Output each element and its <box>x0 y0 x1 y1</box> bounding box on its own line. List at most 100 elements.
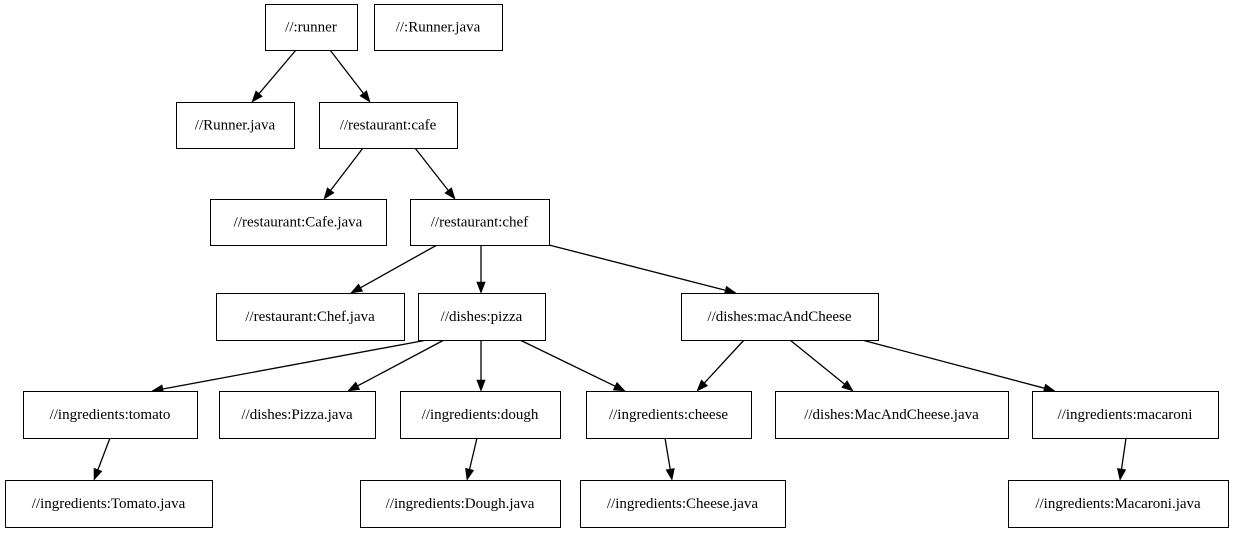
edge-restaurant_cafe-to-restaurant_cafe_java <box>323 147 364 200</box>
edge-line <box>861 339 1045 389</box>
node-box[interactable] <box>417 292 547 342</box>
graph-node-ing_cheese[interactable]: //ingredients:cheese <box>585 390 753 440</box>
node-box[interactable] <box>215 292 406 342</box>
graph-node-restaurant_cafe_java[interactable]: //restaurant:Cafe.java <box>209 198 388 247</box>
graph-node-ing_macaroni_java[interactable]: //ingredients:Macaroni.java <box>1007 479 1230 529</box>
graph-node-restaurant_chef_java[interactable]: //restaurant:Chef.java <box>215 292 406 342</box>
edge-runner-to-runner_java <box>251 49 297 103</box>
edges-layer <box>93 49 1127 481</box>
edge-restaurant_chef-to-dishes_mac <box>548 244 737 295</box>
edge-dishes_pizza-to-dishes_pizza_java <box>347 339 445 392</box>
node-box[interactable] <box>175 101 296 150</box>
node-label: //Runner.java <box>195 117 276 133</box>
arrowhead-icon <box>444 187 456 200</box>
edge-line <box>414 147 449 191</box>
node-box[interactable] <box>373 3 504 52</box>
edge-ing_dough-to-ing_dough_java <box>465 437 478 481</box>
graph-node-dishes_mac[interactable]: //dishes:macAndCheese <box>680 292 880 342</box>
node-label: //:runner <box>285 19 337 35</box>
node-label: //ingredients:cheese <box>609 407 728 423</box>
edge-line <box>789 339 845 385</box>
arrowhead-icon <box>476 281 486 294</box>
graph-node-restaurant_chef[interactable]: //restaurant:chef <box>409 198 551 247</box>
edge-line <box>519 339 616 387</box>
node-box[interactable] <box>359 479 562 529</box>
node-box[interactable] <box>4 479 214 529</box>
graph-node-dishes_pizza[interactable]: //dishes:pizza <box>417 292 547 342</box>
node-box[interactable] <box>209 198 388 247</box>
edge-restaurant_cafe-to-restaurant_chef <box>414 147 456 200</box>
arrowhead-icon <box>1117 468 1127 481</box>
edge-ing_macaroni-to-ing_macaroni_java <box>1117 437 1127 481</box>
edge-ing_cheese-to-ing_cheese_java <box>664 437 675 481</box>
node-label: //restaurant:Cafe.java <box>234 214 363 230</box>
node-label: //ingredients:macaroni <box>1058 407 1193 423</box>
graph-node-root_runner_java[interactable]: //:Runner.java <box>373 3 504 52</box>
arrowhead-icon <box>359 90 371 103</box>
graph-node-restaurant_cafe[interactable]: //restaurant:cafe <box>318 101 459 150</box>
node-box[interactable] <box>218 390 377 440</box>
edge-line <box>664 437 671 470</box>
graph-node-ing_macaroni[interactable]: //ingredients:macaroni <box>1031 390 1220 440</box>
graph-node-ing_cheese_java[interactable]: //ingredients:Cheese.java <box>579 479 787 529</box>
node-box[interactable] <box>264 3 359 52</box>
node-label: //dishes:macAndCheese <box>707 309 851 325</box>
node-box[interactable] <box>585 390 753 440</box>
edge-line <box>357 339 445 387</box>
arrowhead-icon <box>347 381 361 392</box>
arrowhead-icon <box>465 467 475 481</box>
arrowhead-icon <box>476 379 486 392</box>
node-box[interactable] <box>409 198 551 247</box>
node-box[interactable] <box>579 479 787 529</box>
edge-line <box>162 339 428 390</box>
node-label: //ingredients:dough <box>422 407 539 423</box>
edge-dishes_mac-to-ing_macaroni <box>861 339 1056 393</box>
node-label: //restaurant:Chef.java <box>245 309 375 325</box>
node-box[interactable] <box>318 101 459 150</box>
node-label: //restaurant:cafe <box>340 117 437 133</box>
nodes-layer: //:runner //:Runner.java //Runner.java //re… <box>4 3 1230 529</box>
edge-line <box>548 244 726 291</box>
edge-dishes_mac-to-ing_cheese <box>696 339 745 392</box>
graph-node-dishes_pizza_java[interactable]: //dishes:Pizza.java <box>218 390 377 440</box>
edge-line <box>329 49 364 94</box>
arrowhead-icon <box>350 283 364 294</box>
node-label: //ingredients:Tomato.java <box>32 496 186 512</box>
edge-dishes_pizza-to-ing_dough <box>476 340 486 392</box>
arrowhead-icon <box>93 467 103 481</box>
node-box[interactable] <box>1007 479 1230 529</box>
node-label: //ingredients:Dough.java <box>386 496 535 512</box>
edge-restaurant_chef-to-dishes_pizza <box>476 245 486 294</box>
node-box[interactable] <box>399 390 562 440</box>
graph-node-runner[interactable]: //:runner <box>264 3 359 52</box>
node-box[interactable] <box>1031 390 1220 440</box>
node-box[interactable] <box>774 390 1010 440</box>
node-box[interactable] <box>22 390 199 440</box>
node-label: //ingredients:Cheese.java <box>607 496 759 512</box>
edge-line <box>468 437 478 470</box>
edge-line <box>1120 437 1127 470</box>
edge-runner-to-restaurant_cafe <box>329 49 371 103</box>
edge-dishes_pizza-to-ing_cheese <box>519 339 626 392</box>
arrowhead-icon <box>323 187 335 200</box>
graph-node-runner_java[interactable]: //Runner.java <box>175 101 296 150</box>
arrowhead-icon <box>612 381 626 392</box>
node-label: //dishes:Pizza.java <box>241 407 353 423</box>
graph-node-dishes_mac_java[interactable]: //dishes:MacAndCheese.java <box>774 390 1010 440</box>
node-label: //:Runner.java <box>396 19 481 35</box>
graph-node-ing_dough_java[interactable]: //ingredients:Dough.java <box>359 479 562 529</box>
node-box[interactable] <box>680 292 880 342</box>
arrowhead-icon <box>841 380 854 392</box>
edge-line <box>97 437 111 470</box>
node-label: //dishes:MacAndCheese.java <box>804 407 979 423</box>
node-label: //ingredients:tomato <box>50 407 171 423</box>
edge-dishes_mac-to-dishes_mac_java <box>789 339 854 392</box>
arrowhead-icon <box>251 90 263 103</box>
edge-line <box>703 339 745 384</box>
arrowhead-icon <box>665 468 675 481</box>
graph-node-ing_dough[interactable]: //ingredients:dough <box>399 390 562 440</box>
graph-node-ing_tomato_java[interactable]: //ingredients:Tomato.java <box>4 479 214 529</box>
graph-node-ing_tomato[interactable]: //ingredients:tomato <box>22 390 199 440</box>
